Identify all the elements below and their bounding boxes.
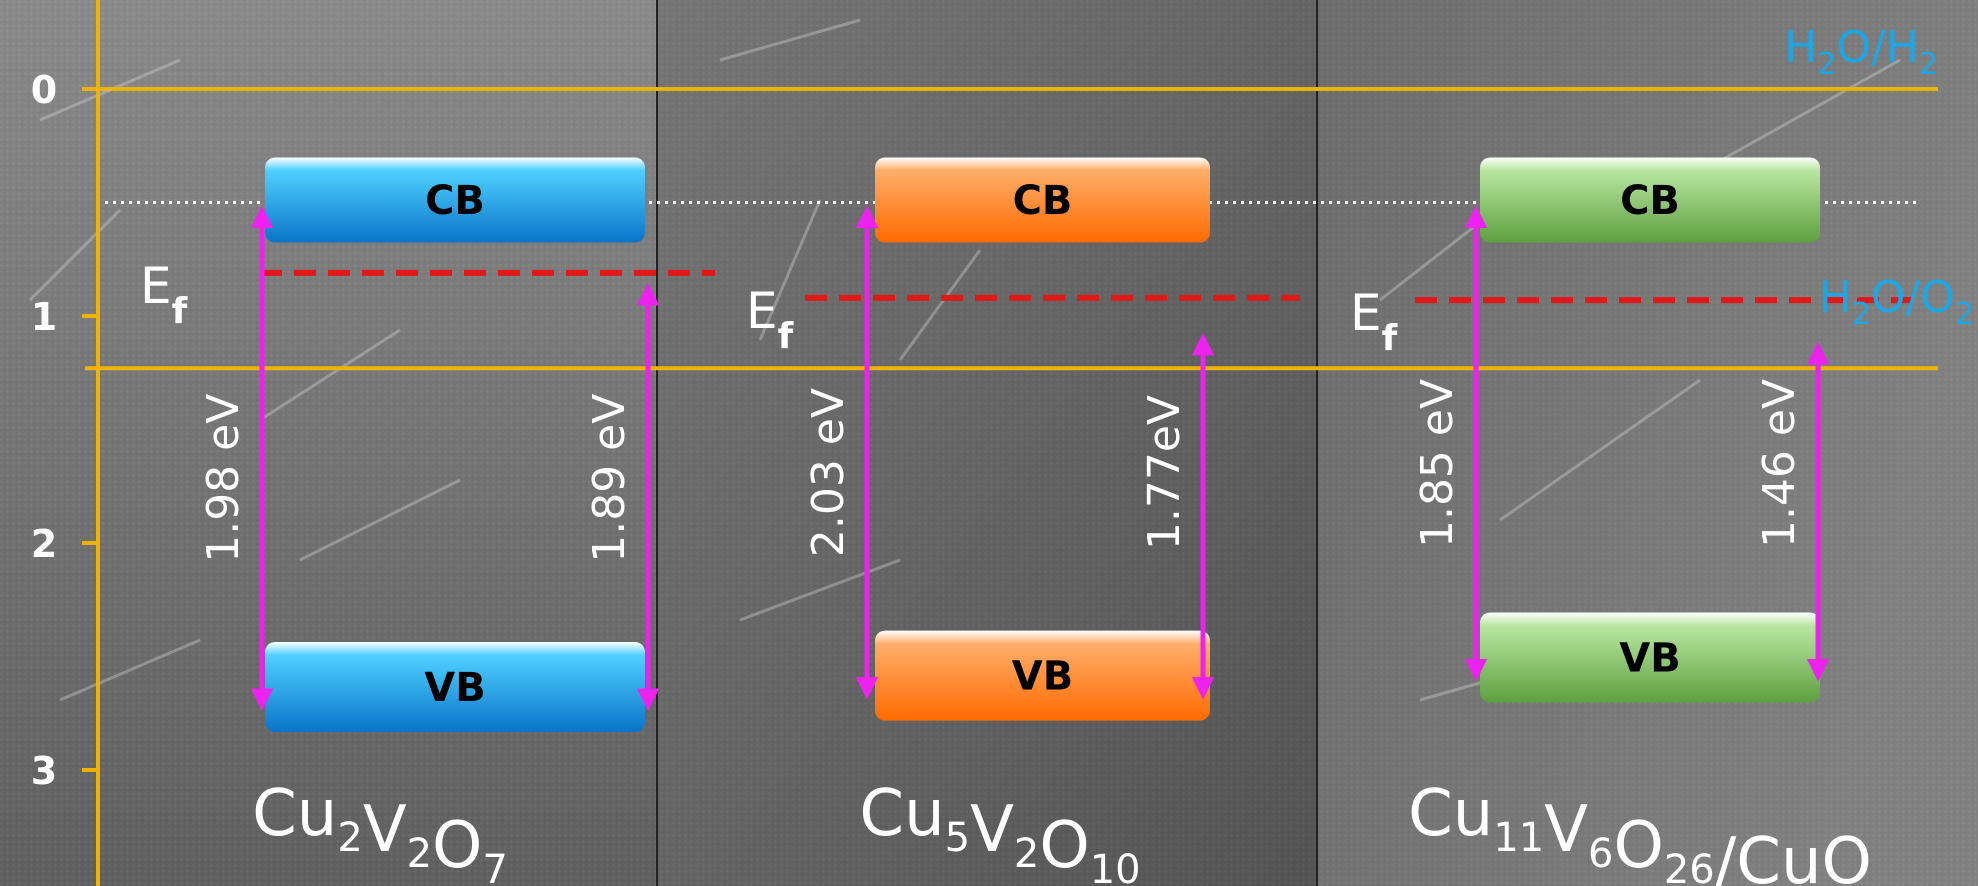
cb-band-2	[1480, 157, 1820, 243]
gap-label-left-0: 1.98 eV	[198, 394, 249, 563]
vb-label-1: VB	[1012, 654, 1073, 700]
gap-label-right-0: 1.89 eV	[584, 394, 635, 563]
axis-tick-label-3: 3	[31, 749, 57, 793]
energy-axis: 0 1 2 3	[31, 0, 100, 886]
formula-0: Cu2V2O7	[252, 777, 508, 886]
axis-tick-label-0: 0	[31, 68, 57, 112]
vb-band-2	[1480, 612, 1820, 703]
gap-label-right-1: 1.77eV	[1139, 395, 1190, 550]
formula-1: Cu5V2O10	[859, 777, 1140, 886]
h2o-o2-label: H2O/O2	[1819, 272, 1974, 332]
vb-label-2: VB	[1619, 635, 1680, 681]
panel-cu2v2o7: CB VB Ef 1.98 eV 1.89 eV Cu2V2O7	[140, 157, 715, 886]
h2o-h2-label: H2O/H2	[1784, 22, 1938, 82]
gap-label-right-2: 1.46 eV	[1754, 379, 1805, 548]
formula-2: Cu11V6O26/CuO	[1408, 777, 1872, 886]
cb-label-0: CB	[425, 178, 485, 224]
vb-label-0: VB	[424, 665, 485, 711]
vb-band-1	[875, 630, 1210, 721]
vb-band-0	[265, 641, 645, 732]
cb-label-2: CB	[1620, 178, 1680, 224]
fermi-label-1: Ef	[746, 282, 794, 357]
axis-tick-label-2: 2	[31, 522, 57, 566]
axis-tick-label-1: 1	[31, 295, 57, 339]
panel-cu11v6o26: CB VB Ef 1.85 eV 1.46 eV Cu11V6O26/CuO	[1350, 157, 1925, 886]
gap-label-left-1: 2.03 eV	[803, 388, 854, 557]
panel-cu5v2o10: CB VB Ef2.03 eV 1.77eV Cu5V2O10	[746, 157, 1300, 886]
cb-band-1	[875, 157, 1210, 243]
cb-band-0	[265, 157, 645, 243]
fermi-label-2: Ef	[1350, 284, 1398, 359]
cb-label-1: CB	[1013, 178, 1073, 224]
gap-label-left-2: 1.85 eV	[1412, 379, 1463, 548]
fermi-label-0: Ef	[140, 257, 188, 332]
